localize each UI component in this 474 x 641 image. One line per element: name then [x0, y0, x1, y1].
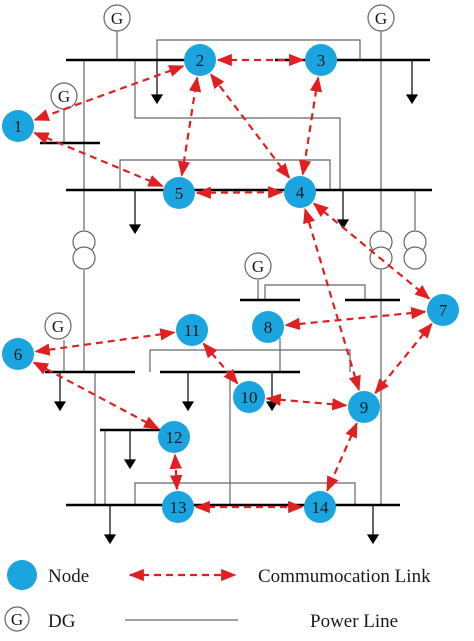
legend-dg-label: DG: [48, 611, 76, 632]
communication-link-7-8: [284, 306, 427, 331]
node-8: 8: [252, 311, 284, 343]
node-circle: [176, 314, 208, 346]
communication-link-3-4: [298, 76, 323, 176]
node-label: 11: [184, 321, 200, 340]
legend-node-label: Node: [48, 566, 89, 587]
node-label: 13: [170, 498, 187, 517]
node-label: 2: [196, 51, 205, 70]
node-5: 5: [163, 177, 195, 209]
node-circle: [348, 391, 380, 423]
svg-text:G: G: [58, 87, 70, 106]
node-10: 10: [233, 381, 265, 413]
communication-link-2-1: [33, 65, 185, 121]
communication-link-4-2: [209, 73, 291, 179]
buses: [40, 58, 432, 507]
node-1: 1: [2, 110, 34, 142]
node-label: 12: [166, 428, 183, 447]
legend: Node Commumocation Link G DG Power Line: [4, 560, 431, 632]
node-circle: [2, 338, 34, 370]
generators: G G G G G: [44, 4, 395, 340]
node-circle: [163, 177, 195, 209]
communication-link-9-14: [326, 422, 358, 492]
communication-links: [32, 53, 433, 514]
legend-power-line-label: Power Line: [310, 611, 398, 632]
node-3: 3: [305, 44, 337, 76]
communication-link-10-9: [265, 393, 348, 411]
legend-node-icon: [7, 560, 37, 590]
svg-text:G: G: [111, 9, 123, 28]
node-circle: [158, 421, 190, 453]
communication-link-13-12: [169, 453, 183, 491]
node-label: 8: [264, 318, 273, 337]
node-13: 13: [162, 491, 194, 523]
node-label: 9: [360, 398, 369, 417]
generator-symbol: G: [103, 4, 131, 32]
communication-link-9-4: [303, 207, 361, 392]
node-11: 11: [176, 314, 208, 346]
node-circle: [305, 44, 337, 76]
node-circle: [233, 381, 265, 413]
legend-dg-icon: [4, 606, 30, 632]
node-7: 7: [427, 294, 459, 326]
node-2: 2: [184, 44, 216, 76]
node-label: 3: [317, 51, 326, 70]
power-lines: [63, 30, 416, 505]
generator-symbol: G: [44, 312, 72, 340]
node-circle: [162, 491, 194, 523]
node-circle: [252, 311, 284, 343]
node-label: 14: [312, 498, 330, 517]
communication-link-7-9: [374, 322, 433, 395]
legend-dg-symbol: G: [11, 610, 23, 629]
communication-link-5-2: [177, 76, 202, 177]
node-14: 14: [304, 491, 336, 523]
node-9: 9: [348, 391, 380, 423]
svg-text:G: G: [52, 317, 64, 336]
node-6: 6: [2, 338, 34, 370]
node-circle: [2, 110, 34, 142]
generator-symbol: G: [50, 82, 78, 110]
node-12: 12: [158, 421, 190, 453]
communication-link-5-4: [195, 186, 284, 199]
node-4: 4: [284, 176, 316, 208]
generator-symbol: G: [244, 252, 272, 280]
communication-link-11-10: [202, 342, 239, 385]
generator-symbol: G: [367, 4, 395, 32]
node-circle: [184, 44, 216, 76]
node-label: 6: [14, 345, 23, 364]
node-label: 1: [14, 117, 23, 136]
loads: [53, 60, 419, 545]
node-label: 5: [175, 184, 184, 203]
svg-text:G: G: [252, 257, 264, 276]
node-circle: [284, 176, 316, 208]
node-circle: [304, 491, 336, 523]
svg-text:G: G: [375, 9, 387, 28]
node-label: 4: [296, 183, 305, 202]
legend-link-label: Commumocation Link: [258, 566, 431, 587]
node-circle: [427, 294, 459, 326]
node-label: 10: [241, 388, 258, 407]
node-label: 7: [439, 301, 448, 320]
